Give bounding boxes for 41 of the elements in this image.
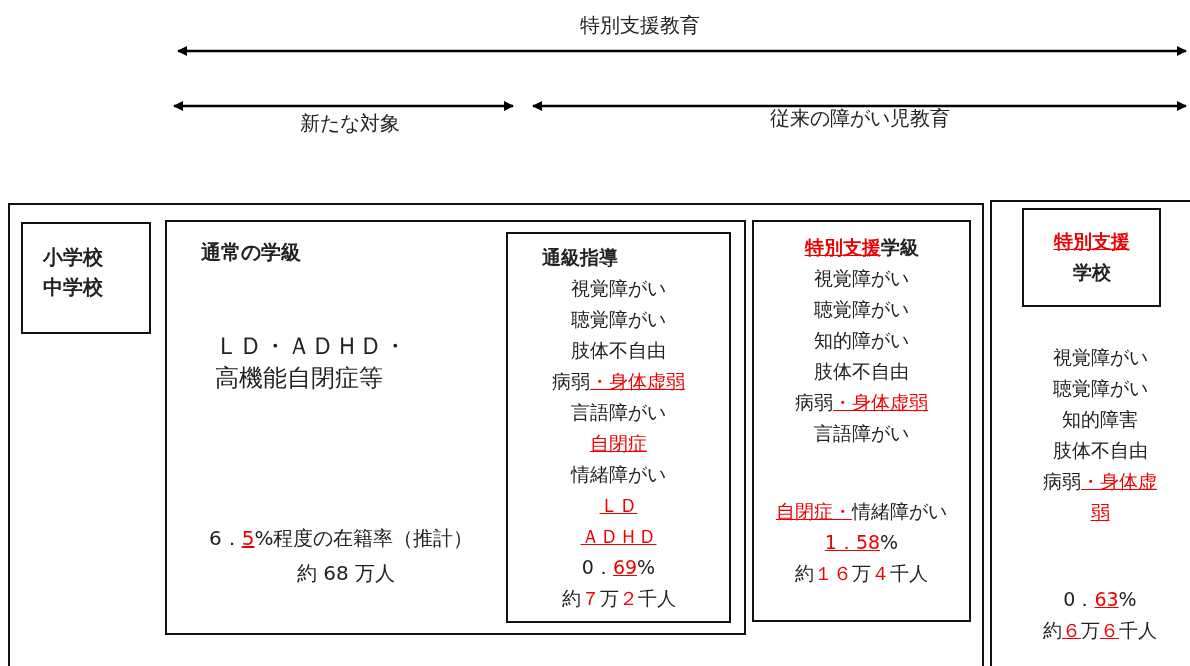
statistic-text: 6．5%程度の在籍率（推計）	[209, 525, 474, 552]
list-item: ＡＤＨＤ	[580, 524, 657, 549]
range-label: 従来の障がい児教育	[770, 105, 950, 132]
box-heading: 通級指導	[542, 245, 618, 270]
school-type-box	[21, 222, 151, 334]
list-item: 肢体不自由	[571, 338, 666, 363]
list-item: 肢体不自由	[1052, 438, 1148, 463]
list-item: 聴覚障がい	[814, 297, 909, 322]
statistic-text: 0．69%	[581, 555, 656, 580]
range-label: 特別支援教育	[580, 12, 700, 39]
statistic-text: 約６万６千人	[1043, 617, 1157, 643]
range-label: 新たな対象	[300, 110, 400, 137]
class-box	[165, 220, 746, 635]
box-heading: 小学校	[43, 244, 103, 271]
list-item: 自閉症	[590, 431, 647, 456]
list-item: 知的障害	[1062, 407, 1138, 432]
list-item: 知的障がい	[814, 328, 909, 353]
list-item: ＬＤ・ＡＤＨＤ・高機能自閉症等	[215, 331, 408, 394]
statistic-text: 約１６万４千人	[795, 560, 928, 586]
list-item: 視覚障がい	[814, 266, 909, 291]
list-item: ＬＤ	[599, 493, 638, 518]
list-item: 視覚障がい	[1052, 345, 1148, 370]
box-heading: 通常の学級	[201, 239, 301, 266]
list-item: 聴覚障がい	[1052, 376, 1148, 401]
box-heading: 中学校	[43, 274, 103, 301]
statistic-text: 0．63%	[1063, 586, 1137, 612]
list-item: 肢体不自由	[814, 359, 909, 384]
class-box	[752, 220, 971, 622]
list-item: 言語障がい	[571, 400, 666, 425]
list-item: 聴覚障がい	[571, 307, 666, 332]
list-item: 約 68 万人	[297, 560, 396, 587]
school-panel	[8, 203, 984, 666]
school-type-box	[1022, 208, 1161, 307]
statistic-text: 1．58%	[824, 529, 899, 555]
list-item: 言語障がい	[813, 421, 910, 446]
class-box	[506, 232, 731, 623]
list-item: 自閉症・情緒障がい	[776, 498, 947, 524]
school-panel	[990, 200, 1190, 666]
list-item: 視覚障がい	[571, 276, 666, 301]
list-item: 約７万２千人	[561, 586, 676, 611]
list-item: 情緒障がい	[571, 462, 666, 487]
